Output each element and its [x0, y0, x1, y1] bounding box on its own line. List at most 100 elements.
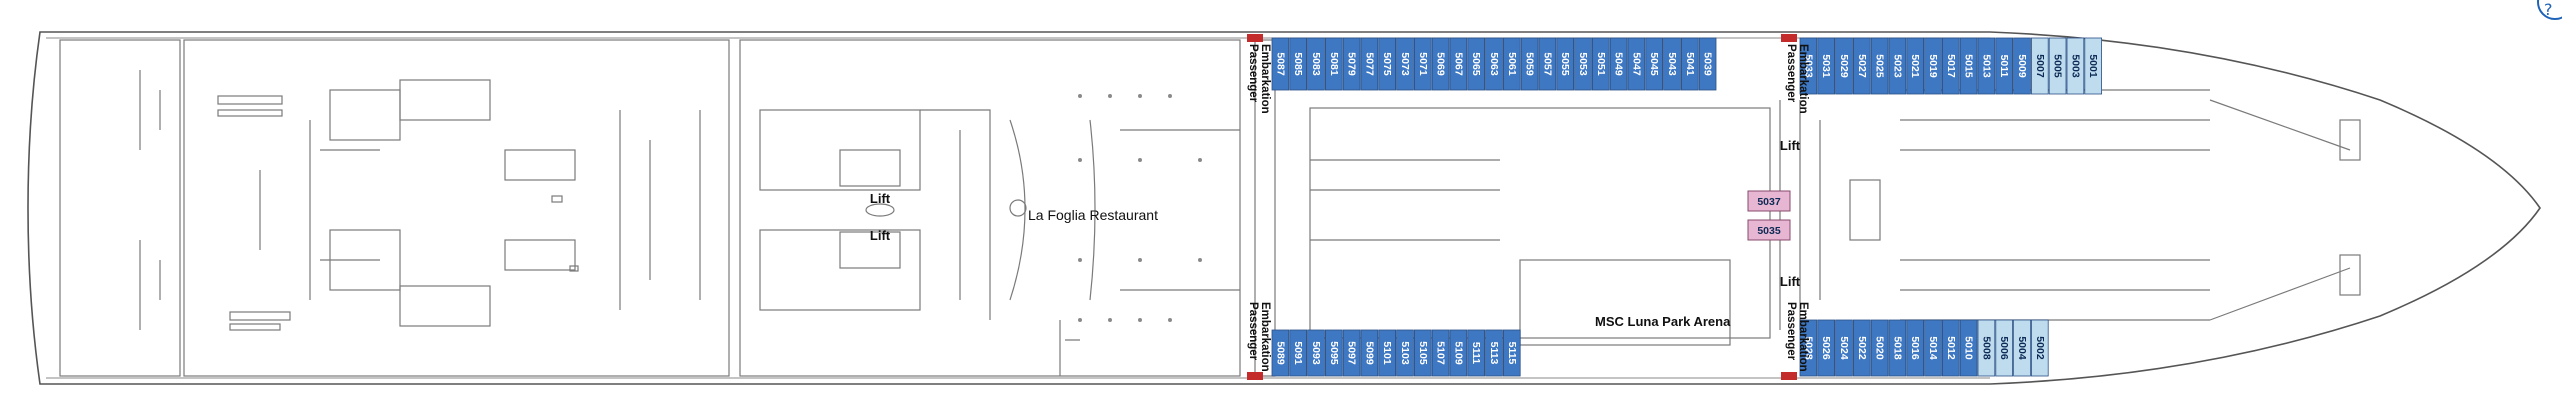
cabin-5018[interactable] [1888, 319, 1907, 377]
cabin-label-5045: 5045 [1648, 52, 1660, 76]
cabin-special-5035[interactable] [1747, 219, 1791, 241]
cabin-label-5079: 5079 [1346, 52, 1358, 76]
cabin-5009[interactable] [2013, 37, 2031, 95]
embarkation-label-fwd-top-2: Embarkation [1797, 44, 1809, 114]
cabin-5063[interactable] [1485, 37, 1503, 91]
cabin-5087[interactable] [1271, 37, 1290, 91]
cabin-5067[interactable] [1449, 37, 1468, 91]
cabin-5083[interactable] [1307, 37, 1325, 91]
cabin-5005[interactable] [2048, 37, 2067, 95]
cabin-5017[interactable] [1942, 37, 1960, 95]
cabin-5019[interactable] [1924, 37, 1942, 95]
cabin-label-5051: 5051 [1595, 52, 1607, 76]
cabin-5065[interactable] [1467, 37, 1486, 91]
cabin-5085[interactable] [1289, 37, 1308, 91]
cabin-5077[interactable] [1360, 37, 1379, 91]
cabin-5059[interactable] [1520, 37, 1539, 91]
cabin-label-5097: 5097 [1346, 341, 1358, 365]
cabin-5043[interactable] [1663, 37, 1681, 91]
cabin-5079[interactable] [1342, 37, 1361, 91]
cabin-5016[interactable] [1906, 319, 1925, 377]
cabin-label-5109: 5109 [1452, 341, 1464, 365]
cabin-5109[interactable] [1449, 329, 1468, 377]
cabin-5013[interactable] [1977, 37, 1996, 95]
cabin-5095[interactable] [1325, 329, 1343, 377]
cabin-5115[interactable] [1503, 329, 1521, 377]
cabin-5015[interactable] [1959, 37, 1978, 95]
cabin-5097[interactable] [1342, 329, 1361, 377]
embarkation-label-aft-top-2: Embarkation [1259, 44, 1271, 114]
cabin-5053[interactable] [1574, 37, 1592, 91]
cabin-5047[interactable] [1627, 37, 1646, 91]
cabin-label-5004: 5004 [2016, 336, 2028, 360]
cabin-5011[interactable] [1995, 37, 2014, 95]
cabin-5057[interactable] [1538, 37, 1557, 91]
cabin-label-5014: 5014 [1927, 336, 1939, 360]
cabin-5101[interactable] [1378, 329, 1397, 377]
cabin-5014[interactable] [1924, 319, 1942, 377]
cabin-5105[interactable] [1414, 329, 1432, 377]
cabin-special-5037[interactable] [1747, 190, 1791, 212]
cabin-label-5081: 5081 [1328, 52, 1340, 76]
cabin-5049[interactable] [1609, 37, 1628, 91]
cabin-5020[interactable] [1870, 319, 1889, 377]
cabin-5027[interactable] [1853, 37, 1871, 95]
cabin-5051[interactable] [1592, 37, 1610, 91]
cabin-5021[interactable] [1906, 37, 1925, 95]
cabin-label-5010: 5010 [1963, 336, 1975, 360]
cabin-5069[interactable] [1431, 37, 1450, 91]
cabin-label-5027: 5027 [1856, 54, 1868, 78]
cabin-5033[interactable] [1799, 37, 1818, 95]
cabin-5008[interactable] [1977, 319, 1996, 377]
cabin-5029[interactable] [1835, 37, 1853, 95]
cabin-5022[interactable] [1853, 319, 1871, 377]
cabin-label-5047: 5047 [1630, 52, 1642, 76]
cabin-5007[interactable] [2031, 37, 2049, 95]
cabin-label-5011: 5011 [1998, 55, 2010, 78]
cabin-5055[interactable] [1556, 37, 1575, 91]
cabin-5031[interactable] [1817, 37, 1836, 95]
cabin-label-5061: 5061 [1506, 52, 1518, 76]
cabin-5003[interactable] [2066, 37, 2085, 95]
cabin-5010[interactable] [1959, 319, 1978, 377]
cabin-label-5012: 5012 [1945, 336, 1957, 360]
cabin-5099[interactable] [1360, 329, 1379, 377]
cabin-5071[interactable] [1414, 37, 1432, 91]
cabin-5061[interactable] [1503, 37, 1521, 91]
embarkation-label-fwd-bottom-1: Passenger [1785, 302, 1797, 361]
cabin-label-5107: 5107 [1435, 341, 1447, 365]
cabin-label-5035: 5035 [1757, 225, 1781, 237]
cabin-5004[interactable] [2013, 319, 2031, 377]
cabin-5025[interactable] [1870, 37, 1889, 95]
cabin-5039[interactable] [1698, 37, 1717, 91]
cabin-5012[interactable] [1942, 319, 1960, 377]
cabin-5107[interactable] [1431, 329, 1450, 377]
cabin-5001[interactable] [2084, 37, 2103, 95]
lift-label-fwd-1: Lift [1780, 138, 1801, 153]
cabin-5075[interactable] [1378, 37, 1397, 91]
cabin-5089[interactable] [1271, 329, 1290, 377]
cabin-5073[interactable] [1396, 37, 1414, 91]
cabin-label-5037: 5037 [1757, 196, 1781, 208]
cabin-5028[interactable] [1799, 319, 1818, 377]
cabin-5103[interactable] [1396, 329, 1414, 377]
cabin-label-5031: 5031 [1820, 54, 1832, 78]
arena-label: MSC Luna Park Arena [1595, 314, 1731, 329]
help-button[interactable]: ? [2537, 0, 2562, 20]
cabin-5023[interactable] [1888, 37, 1907, 95]
cabin-5024[interactable] [1835, 319, 1853, 377]
cabin-5081[interactable] [1325, 37, 1343, 91]
cabin-label-5093: 5093 [1310, 341, 1322, 365]
cabin-5113[interactable] [1485, 329, 1503, 377]
cabin-5091[interactable] [1289, 329, 1308, 377]
cabin-5026[interactable] [1817, 319, 1836, 377]
cabin-5093[interactable] [1307, 329, 1325, 377]
cabin-5045[interactable] [1645, 37, 1664, 91]
cabin-5002[interactable] [2031, 319, 2049, 377]
cabin-5006[interactable] [1995, 319, 2014, 377]
cabin-5041[interactable] [1681, 37, 1699, 91]
lift-label-aft-2: Lift [870, 228, 891, 243]
restaurant-label: La Foglia Restaurant [1028, 207, 1158, 223]
cabin-5111[interactable] [1467, 329, 1486, 377]
